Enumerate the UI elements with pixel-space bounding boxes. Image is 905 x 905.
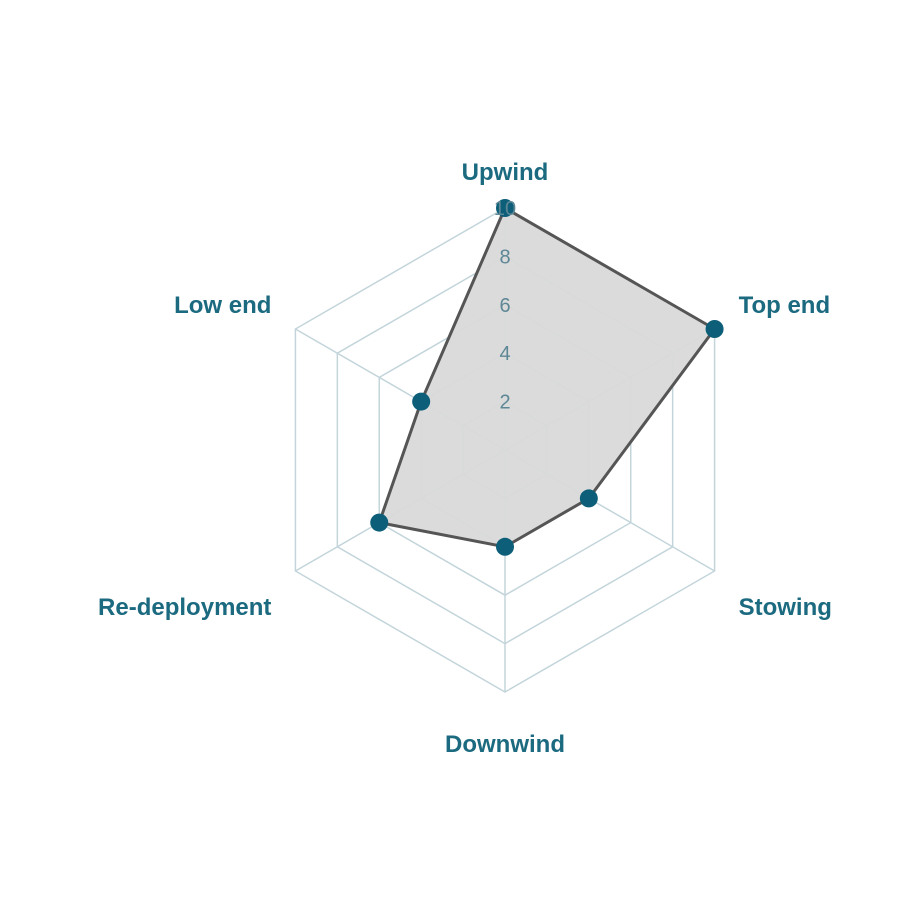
data-point-downwind — [496, 537, 514, 556]
data-point-re-deployment — [370, 513, 389, 532]
data-point-upwind — [496, 199, 514, 217]
tick-label: 10 — [494, 198, 516, 220]
data-point-stowing — [579, 489, 598, 508]
axis-label-stowing: Stowing — [739, 594, 832, 621]
data-point-top-end — [705, 320, 724, 338]
tick-label: 6 — [499, 295, 510, 317]
axis-label-upwind: Upwind — [462, 159, 549, 186]
tick-label: 2 — [499, 392, 510, 414]
axis-label-low-end: Low end — [174, 292, 271, 319]
axis-label-downwind: Downwind — [445, 731, 565, 758]
tick-label: 4 — [499, 343, 510, 365]
axis-label-re-deployment: Re-deployment — [98, 594, 271, 621]
tick-label: 8 — [499, 246, 510, 268]
axis-label-top-end: Top end — [739, 292, 831, 319]
data-point-low-end — [412, 392, 431, 411]
series-area — [377, 206, 717, 549]
